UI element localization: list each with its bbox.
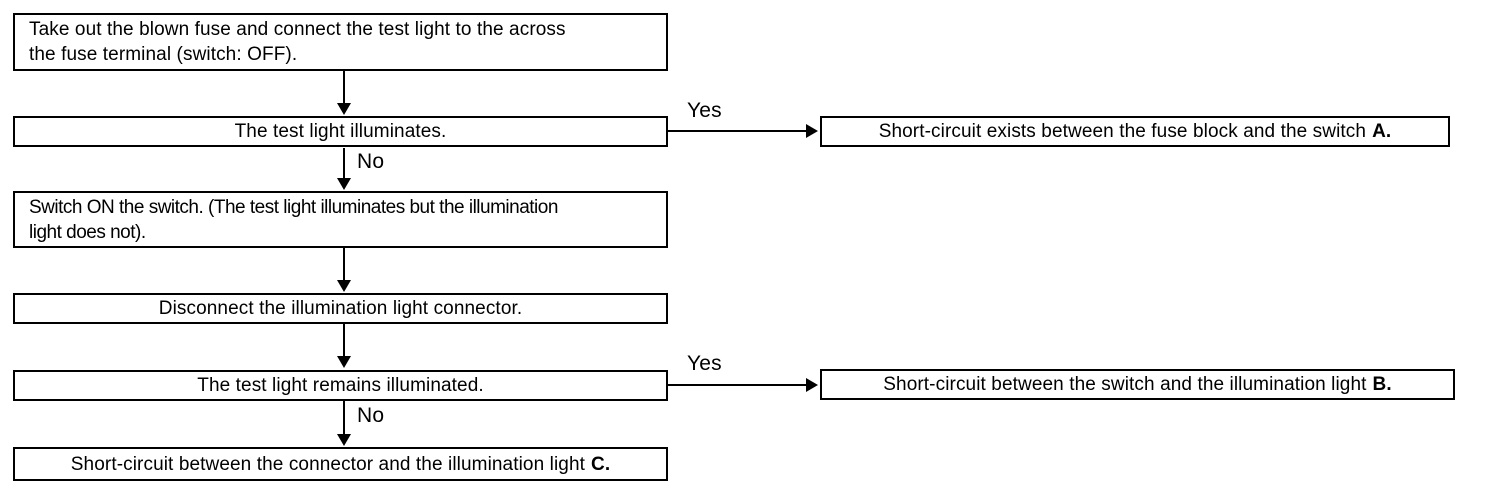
arrow-yes-2 <box>668 378 818 392</box>
result-b-text: Short-circuit between the switch and the… <box>883 374 1367 395</box>
no-label-2: No <box>357 404 385 427</box>
step4-text: Disconnect the illumination light connec… <box>158 298 523 319</box>
yes-label-1: Yes <box>687 99 722 122</box>
arrow-down-2 <box>337 148 351 190</box>
result-box-c-short-circuit-connector-illumination: Short-circuit between the connector and … <box>13 447 668 481</box>
arrow-down-4 <box>337 324 351 368</box>
result-a-text: Short-circuit exists between the fuse bl… <box>878 121 1367 142</box>
decision-box-test-light-remains-illuminated: The test light remains illuminated. <box>13 370 668 401</box>
result-box-b-short-circuit-switch-illumination: Short-circuit between the switch and the… <box>820 369 1455 400</box>
arrow-yes-1 <box>668 124 818 138</box>
step-box-disconnect-illumination-connector: Disconnect the illumination light connec… <box>13 293 668 324</box>
step2-text: The test light illuminates. <box>234 121 447 142</box>
result-c-text: Short-circuit between the connector and … <box>70 453 585 475</box>
arrow-down-1 <box>337 71 351 115</box>
result-b-code: B. <box>1372 374 1392 395</box>
step3-line2: light does not). <box>29 221 146 243</box>
step-box-switch-on: Switch ON the switch. (The test light il… <box>13 191 668 248</box>
step-box-remove-fuse-connect-test-light: Take out the blown fuse and connect the … <box>13 13 668 71</box>
step3-line1: Switch ON the switch. (The test light il… <box>29 196 558 218</box>
arrow-down-5 <box>337 401 351 446</box>
decision-box-test-light-illuminates: The test light illuminates. <box>13 116 668 147</box>
result-box-a-short-circuit-fuse-block-switch: Short-circuit exists between the fuse bl… <box>820 116 1450 147</box>
yes-label-2: Yes <box>687 352 722 375</box>
no-label-1: No <box>357 150 385 173</box>
result-c-code: C. <box>591 453 611 475</box>
step1-line1: Take out the blown fuse and connect the … <box>29 19 566 40</box>
step1-line2: the fuse terminal (switch: OFF). <box>29 44 298 65</box>
result-a-code: A. <box>1372 121 1392 142</box>
step5-text: The test light remains illuminated. <box>197 375 484 396</box>
arrow-down-3 <box>337 248 351 292</box>
